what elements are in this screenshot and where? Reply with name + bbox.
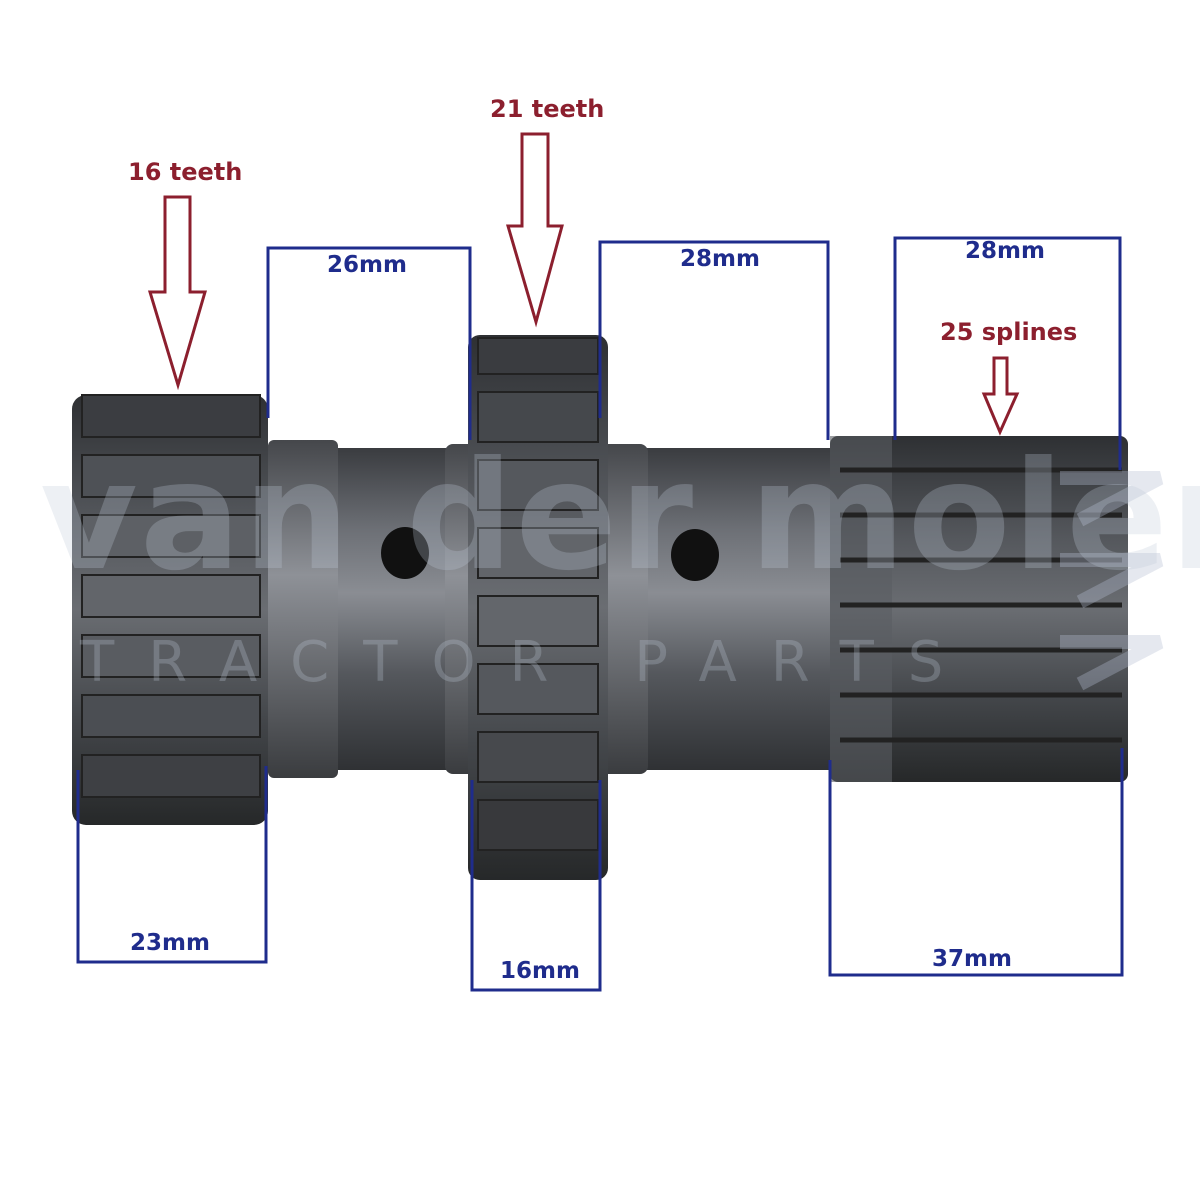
- label-spline-bottom: 37mm: [932, 946, 1012, 972]
- arrow-16-teeth: [147, 195, 207, 391]
- label-gear-left-width: 23mm: [130, 930, 210, 956]
- oil-hole-left: [381, 527, 429, 579]
- dimension-lines: [76, 236, 1124, 992]
- label-spline-top: 28mm: [965, 238, 1045, 264]
- bracket-gear-mid: [470, 780, 602, 992]
- label-21-teeth: 21 teeth: [490, 95, 605, 123]
- arrow-25-splines: [981, 356, 1020, 436]
- watermark-chevrons: [1060, 471, 1164, 691]
- bracket-gap-left: [266, 246, 472, 440]
- bracket-gap-middle: [598, 240, 830, 440]
- gear-left: [72, 394, 268, 825]
- bracket-gear-left: [76, 766, 268, 964]
- bracket-spline-bottom: [828, 748, 1124, 977]
- label-gap-left: 26mm: [327, 252, 407, 278]
- collar-left: [268, 440, 338, 778]
- spline-section: [830, 436, 1128, 782]
- gear-middle: [468, 335, 608, 880]
- callout-arrows: [147, 132, 1020, 436]
- oil-hole-right: [671, 529, 719, 581]
- watermark-brand: van der molen: [40, 430, 1200, 604]
- label-gap-middle: 28mm: [680, 246, 760, 272]
- bracket-spline-top: [893, 236, 1122, 470]
- label-gear-mid-width: 16mm: [500, 958, 580, 984]
- label-25-splines: 25 splines: [940, 318, 1078, 346]
- watermark-sub: TRACTOR PARTS: [80, 630, 978, 695]
- collar-mid-right: [600, 444, 648, 774]
- arrow-21-teeth: [506, 132, 564, 328]
- label-16-teeth: 16 teeth: [128, 158, 243, 186]
